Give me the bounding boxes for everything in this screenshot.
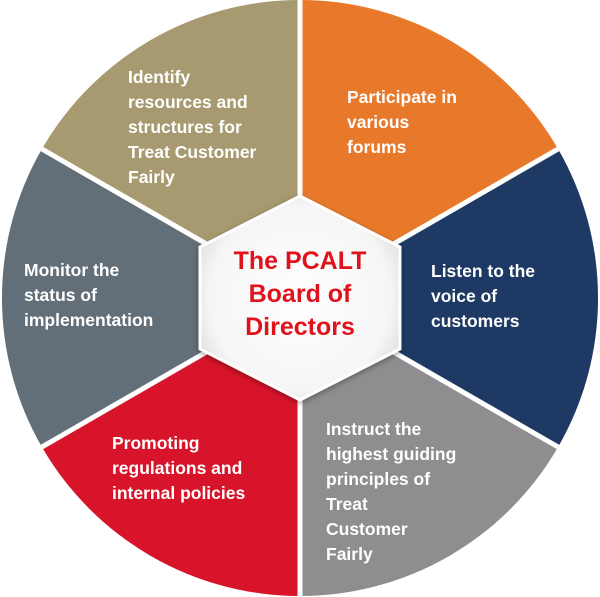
label-line: Identify: [128, 67, 191, 87]
label-line: principles of: [326, 469, 431, 489]
label-line: regulations and: [112, 458, 243, 478]
label-line: implementation: [24, 310, 154, 330]
center-title-line: The PCALT: [233, 247, 367, 275]
label-line: highest guiding: [326, 444, 457, 464]
segment-participate: [300, 0, 559, 298]
label-line: Instruct the: [326, 419, 422, 439]
label-line: internal policies: [112, 483, 246, 503]
center-title-line: Directors: [245, 313, 355, 341]
participate-label: Participate in various forums: [347, 85, 457, 160]
label-line: Customer: [326, 519, 408, 539]
label-line: various: [347, 112, 410, 132]
label-line: Promoting: [112, 433, 200, 453]
identify-label: Identify resources and structures for Tr…: [128, 65, 256, 190]
center-title: The PCALT Board of Directors: [205, 245, 395, 344]
label-line: Listen to the: [431, 261, 536, 281]
center-title-line: Board of: [248, 280, 352, 308]
promoting-label: Promoting regulations and internal polic…: [112, 431, 245, 506]
segment-monitor: [1, 149, 300, 447]
label-line: customers: [431, 311, 520, 331]
label-line: Monitor the: [24, 260, 120, 280]
label-line: forums: [347, 137, 407, 157]
label-line: structures for: [128, 117, 242, 137]
label-line: Fairly: [128, 167, 175, 187]
instruct-label: Instruct the highest guiding principles …: [326, 417, 456, 567]
segment-identify: [41, 0, 301, 298]
label-line: status of: [24, 285, 97, 305]
monitor-label: Monitor the status of implementation: [24, 258, 153, 333]
label-line: resources and: [128, 92, 248, 112]
label-line: voice of: [431, 286, 498, 306]
label-line: Treat: [326, 494, 368, 514]
label-line: Participate in: [347, 87, 457, 107]
label-line: Treat Customer: [128, 142, 257, 162]
label-line: Fairly: [326, 544, 373, 564]
center-hexagon: [198, 194, 402, 402]
listen-label: Listen to the voice of customers: [431, 259, 535, 334]
segment-instruct: [300, 298, 559, 596]
segment-promoting: [41, 298, 301, 597]
segment-listen: [300, 149, 599, 447]
